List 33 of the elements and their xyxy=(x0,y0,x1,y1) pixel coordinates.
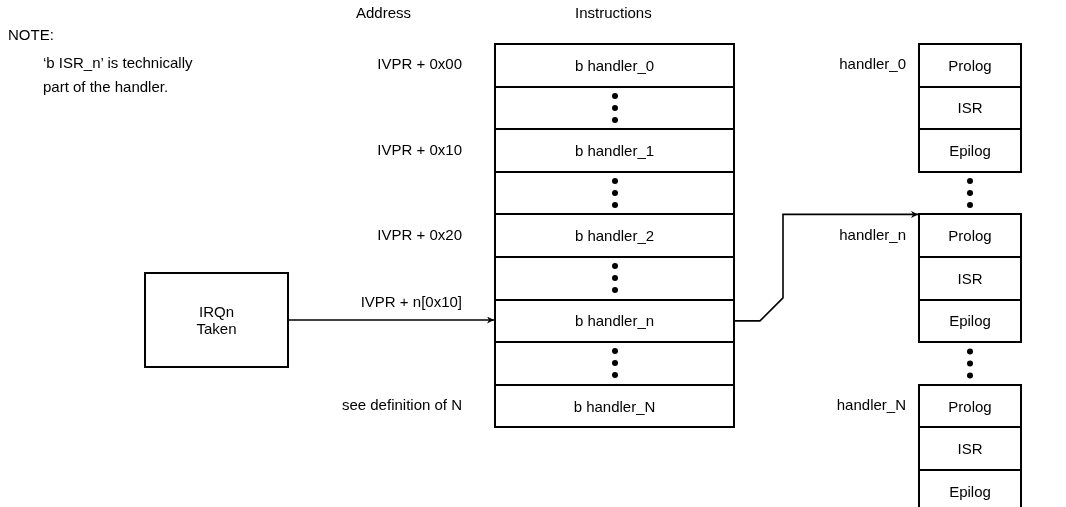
handler-section: Prolog xyxy=(918,43,1022,88)
handler-name: handler_n xyxy=(839,225,906,243)
handler-section: Epilog xyxy=(918,128,1022,173)
address-label: see definition of N xyxy=(341,396,462,414)
address-label: IVPR + 0x20 xyxy=(377,225,462,243)
handler-section: Prolog xyxy=(918,213,1022,258)
handler-section: Prolog xyxy=(918,383,1022,429)
instruction-slot: b handler_n xyxy=(494,298,735,344)
edge-label: IVPR + n[0x10] xyxy=(360,293,462,310)
address-label: IVPR + 0x10 xyxy=(377,140,462,158)
note-heading: NOTE: xyxy=(8,26,54,43)
column-heading: Address xyxy=(356,4,412,21)
instruction-slot: b handler_0 xyxy=(494,43,735,88)
handler-section: ISR xyxy=(918,85,1022,131)
column-heading: Instructions xyxy=(575,4,652,21)
handler-section: Epilog xyxy=(918,298,1022,344)
memory-slot xyxy=(494,170,735,216)
arrow xyxy=(288,316,495,324)
instruction-slot: b handler_2 xyxy=(494,213,735,258)
handler-section: ISR xyxy=(918,256,1022,301)
handler-name: handler_0 xyxy=(839,55,906,73)
memory-slot xyxy=(494,341,735,386)
handler-section: ISR xyxy=(918,426,1022,471)
memory-slot xyxy=(494,256,735,301)
instruction-slot: b handler_1 xyxy=(494,128,735,173)
handler-section: Epilog xyxy=(918,469,1022,507)
note-text: ‘b ISR_n’ is technically part of the handler. xyxy=(43,53,194,97)
instruction-slot: b handler_N xyxy=(494,383,735,429)
memory-slot xyxy=(494,85,735,131)
event-box: IRQn Taken xyxy=(144,272,289,368)
address-label: IVPR + 0x00 xyxy=(377,55,462,73)
arrow xyxy=(734,210,919,322)
handler-name: handler_N xyxy=(836,396,906,414)
